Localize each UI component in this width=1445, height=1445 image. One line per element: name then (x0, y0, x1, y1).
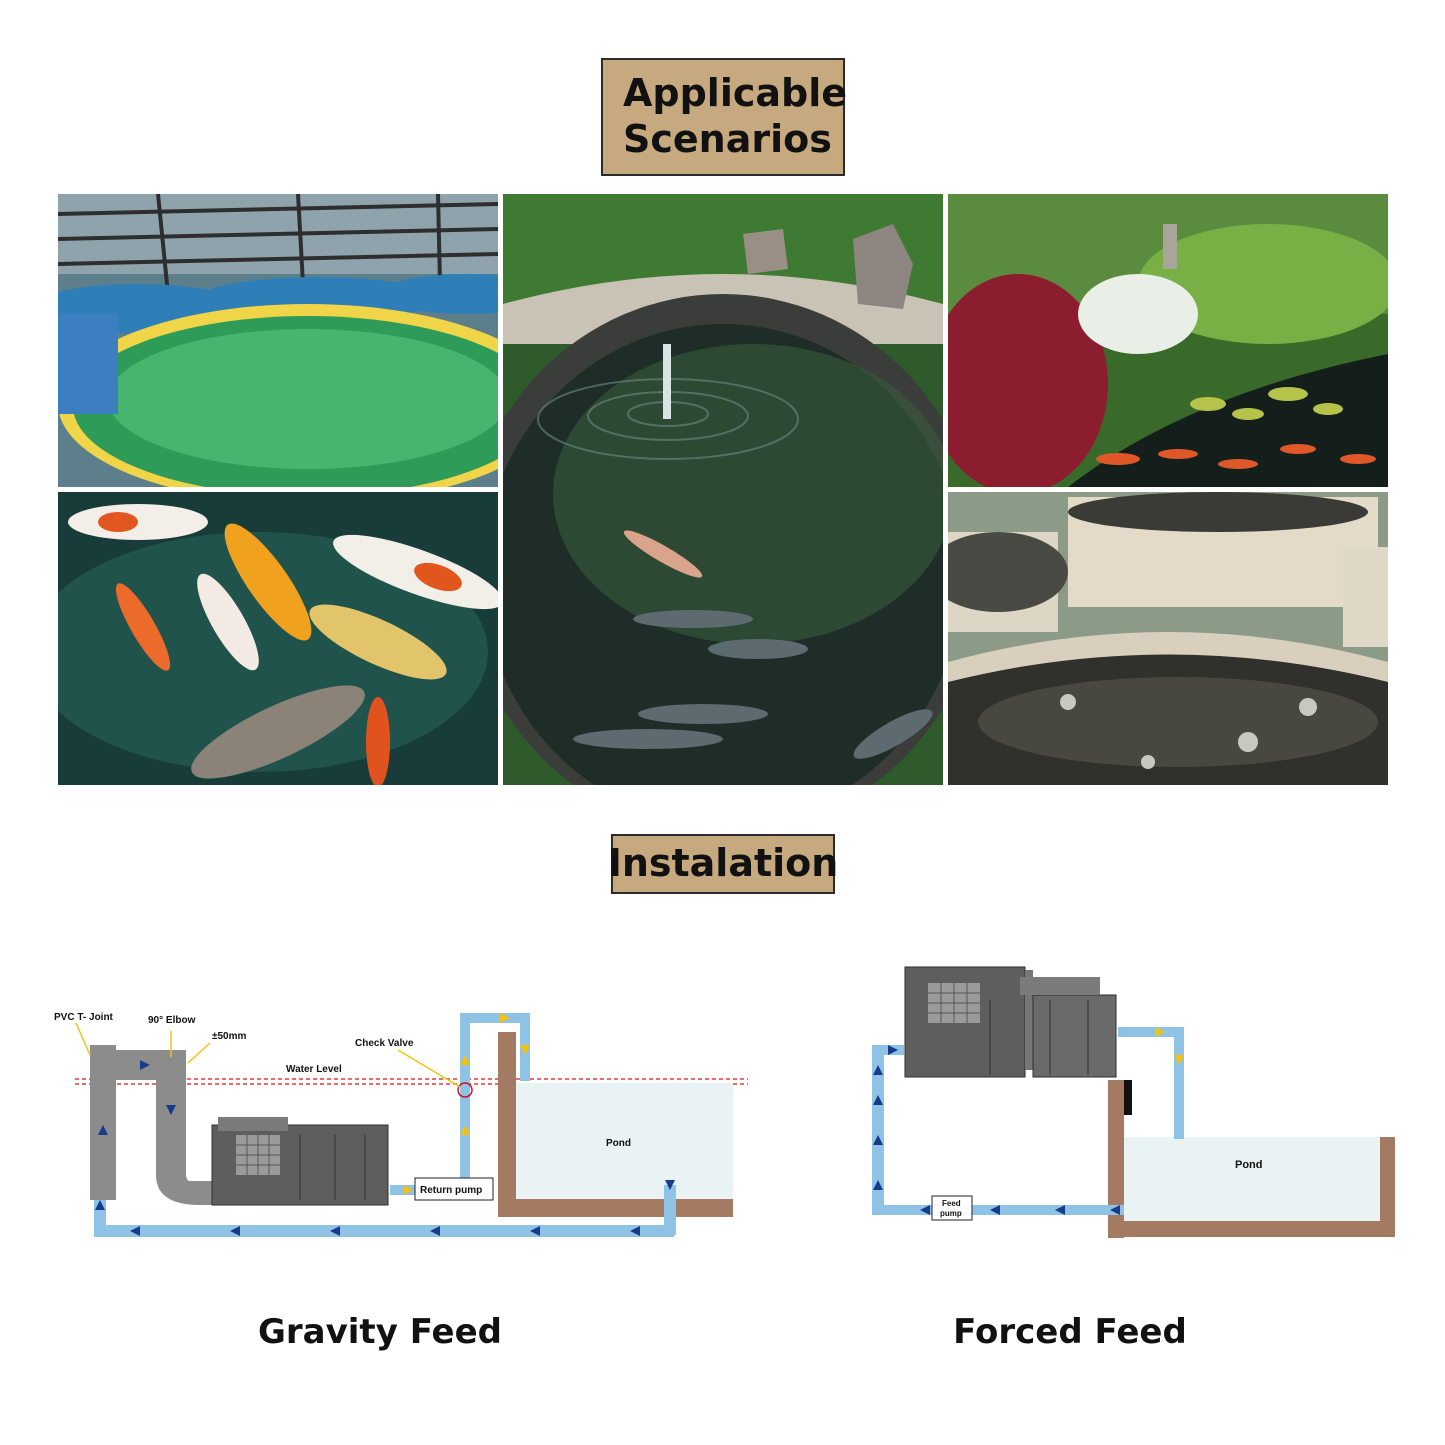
pond (498, 1032, 733, 1217)
check-valve-label: Check Valve (355, 1038, 414, 1049)
koi-garden-pond-image (948, 194, 1388, 487)
return-pump-label: Return pump (420, 1185, 482, 1196)
applicable-scenarios-title: Applicable Scenarios (623, 71, 848, 161)
filter-box (211, 1117, 389, 1206)
fish-farm-tanks-image (948, 492, 1388, 785)
forced-feed-diagram: Pond Feed pump (872, 966, 1395, 1238)
offset-label: ±50mm (212, 1031, 247, 1042)
aquaculture-tanks-image (58, 194, 498, 487)
installation-heading: Instalation (608, 834, 838, 894)
installation-title: Instalation (607, 841, 839, 886)
return-pump-box (414, 1177, 494, 1201)
check-valve-icon (457, 1082, 473, 1098)
flow-arrows (873, 1045, 1120, 1215)
pond-label: Pond (1235, 1159, 1263, 1171)
koi-fish-image (58, 492, 498, 785)
forced-feed-caption: Forced Feed (953, 1312, 1187, 1352)
filter-box (904, 966, 1117, 1078)
feed-pump-label-line2: pump (940, 1209, 962, 1218)
pvc-t-joint-label: PVC T- Joint (54, 1012, 114, 1023)
gravity-feed-caption: Gravity Feed (258, 1312, 502, 1352)
garden-fountain-pond-image (503, 194, 943, 785)
pond (1108, 1080, 1395, 1238)
feed-pump-box (931, 1195, 973, 1221)
pond-label: Pond (606, 1138, 631, 1149)
elbow-label: 90° Elbow (148, 1015, 196, 1026)
pvc-standpipe (90, 1045, 222, 1205)
feed-pump-label-line1: Feed (942, 1199, 961, 1208)
flow-arrows (95, 1060, 675, 1236)
applicable-scenarios-heading: Applicable Scenarios (601, 58, 848, 176)
gravity-feed-diagram: PVC T- Joint 90° Elbow ±50mm Check Valve… (54, 1012, 748, 1237)
water-level-label: Water Level (286, 1064, 342, 1075)
